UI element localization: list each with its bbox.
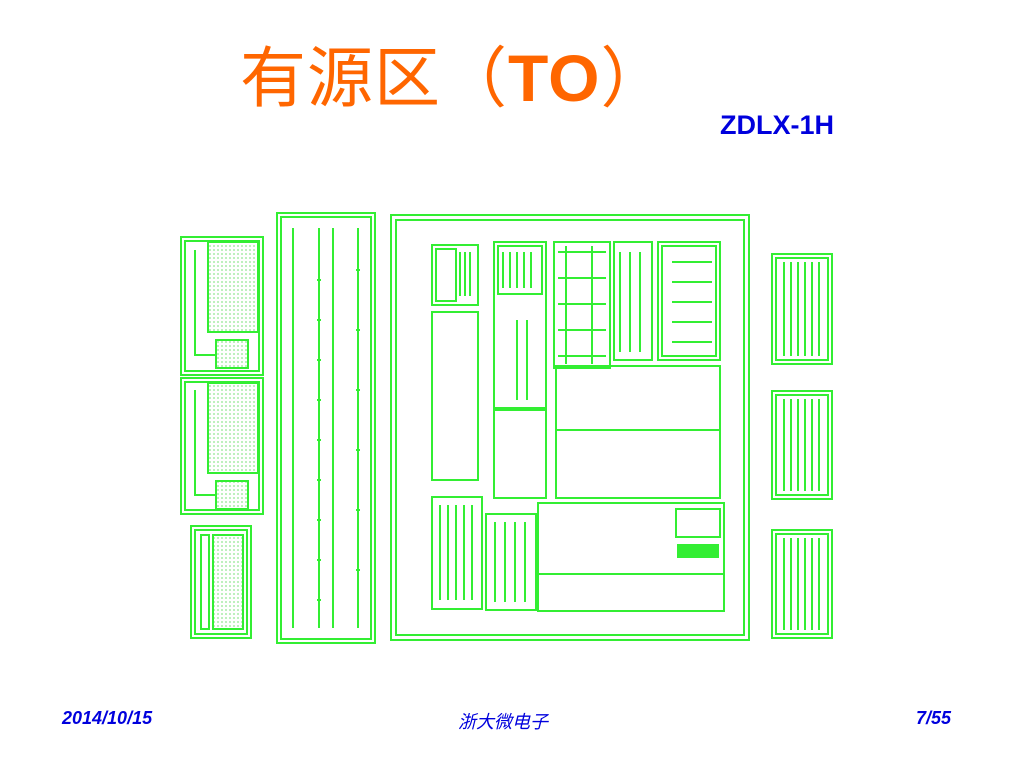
right-pad-block-top xyxy=(771,253,833,365)
chip-model-label: ZDLX-1H xyxy=(720,110,834,140)
left-pad-block-top xyxy=(180,236,264,376)
footer-date: 2014/10/15 xyxy=(62,708,153,728)
slide-title-cn: 有源区（ xyxy=(240,40,508,117)
tall-column-cell xyxy=(276,212,376,644)
slide-title: 有源区（TO） xyxy=(240,38,667,119)
slide-title-close: ） xyxy=(600,40,668,117)
right-pad-block-middle xyxy=(771,390,833,500)
footer-company: 浙大微电子 xyxy=(458,712,548,733)
footer-page-number: 7/55 xyxy=(916,708,952,728)
left-pad-block-middle xyxy=(180,377,264,515)
left-pad-block-bottom xyxy=(190,525,252,639)
right-pad-block-bottom xyxy=(771,529,833,639)
core-cell xyxy=(390,214,750,641)
slide-title-code: TO xyxy=(508,41,601,115)
